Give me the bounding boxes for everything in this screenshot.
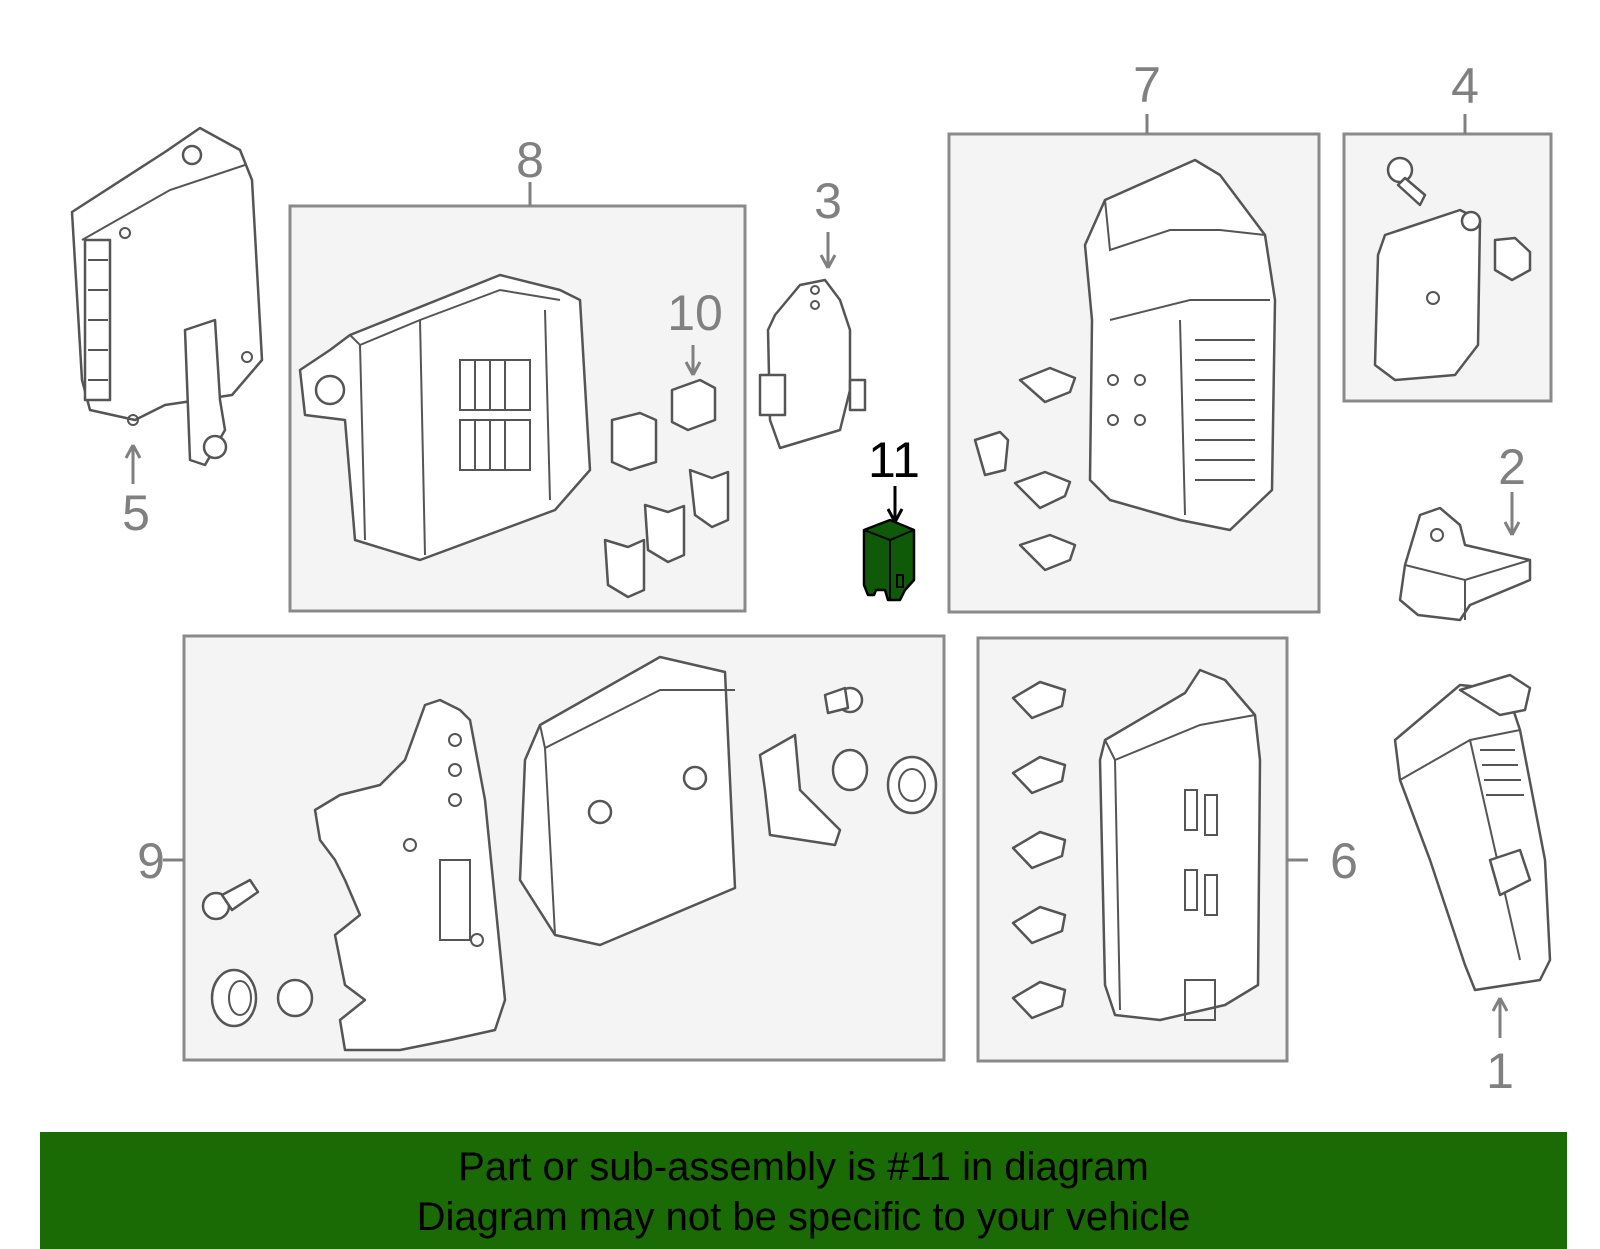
part-11-relay[interactable] [862,518,916,602]
callout-9: 9 [137,833,165,889]
part-2-module[interactable] [1398,506,1532,622]
callout-10: 10 [667,285,723,341]
part-3-module[interactable] [758,278,867,450]
banner-line-2: Diagram may not be specific to your vehi… [416,1195,1191,1239]
callout-1: 1 [1486,1043,1514,1099]
callout-6: 6 [1330,833,1358,889]
part-4-module[interactable] [1373,156,1532,382]
callout-labels: 5 8 3 10 11 7 4 2 9 6 1 [122,57,1526,1099]
banner-line-1: Part or sub-assembly is #11 in diagram [458,1145,1149,1189]
callout-2: 2 [1498,439,1526,495]
leader-lines [124,114,1521,1038]
part-5-module[interactable] [70,126,264,467]
part-1-module[interactable] [1393,673,1552,992]
part-10-relay[interactable] [670,378,717,432]
part-9-module-bracket[interactable] [201,655,938,1052]
callout-4: 4 [1451,58,1479,114]
callout-7: 7 [1133,57,1161,113]
part-6-fuse-block[interactable] [1098,668,1262,1022]
box-7-clips [973,366,1077,572]
callout-5: 5 [122,485,150,541]
callout-8: 8 [516,132,544,188]
part-7-fuse-block[interactable] [1083,158,1277,532]
info-banner: Part or sub-assembly is #11 in diagram D… [40,1132,1567,1249]
callout-11: 11 [868,432,920,488]
box-6-clips [1011,680,1067,1020]
box-8-small-relays [603,411,730,599]
callout-3: 3 [814,173,842,229]
part-8-fuse-block[interactable] [298,273,592,562]
